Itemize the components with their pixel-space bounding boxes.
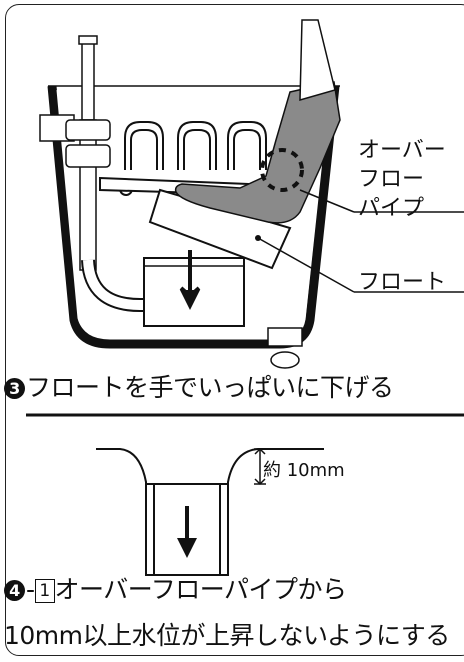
step-4-text-line1: オーバーフローパイプから xyxy=(54,575,348,604)
drain-valve xyxy=(267,327,303,369)
step-4-separator: - xyxy=(26,575,35,604)
step-4-sub-number: 1 xyxy=(34,579,55,603)
step-3-text: フロートを手でいっぱいに下げる xyxy=(26,373,394,402)
overflow-pipe-highlight xyxy=(260,148,304,192)
float-label: フロート xyxy=(358,270,447,295)
refill-pipes xyxy=(124,121,267,170)
illustration-frame xyxy=(5,4,464,656)
tank-wall xyxy=(47,85,340,349)
dimension-label: 約 10mm xyxy=(263,460,345,481)
step-3-badge: 3 xyxy=(4,378,25,399)
overflow-pipe-label: オーバー フロー パイプ xyxy=(358,138,446,221)
hand-shape xyxy=(174,19,341,224)
supply-valve xyxy=(39,35,150,312)
step-4-text-line2: 10mm以上水位が上昇しないようにする xyxy=(4,621,450,650)
float-chamber xyxy=(143,257,245,327)
step-4-badge: 4 xyxy=(4,580,25,601)
